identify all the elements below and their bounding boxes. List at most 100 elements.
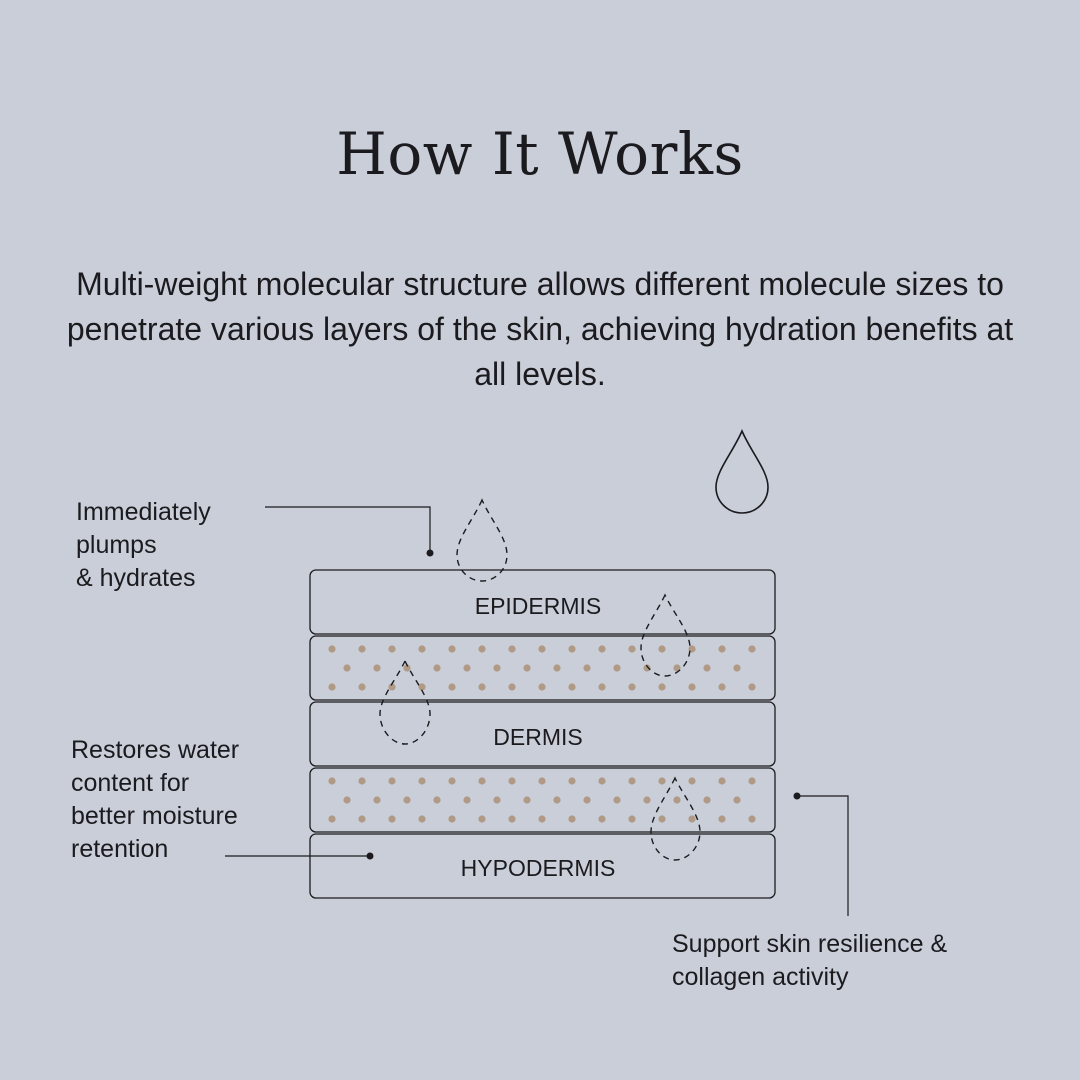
molecule-dot xyxy=(418,683,426,691)
page-title: How It Works xyxy=(336,120,744,188)
dotted-layer-2 xyxy=(309,767,776,833)
molecule-dot xyxy=(583,796,591,804)
molecule-dot xyxy=(418,815,426,823)
dashed-drop-icon xyxy=(379,659,431,745)
molecule-dot xyxy=(328,645,336,653)
molecule-dot xyxy=(388,815,396,823)
callout-resilience: Support skin resilience &collagen activi… xyxy=(672,930,948,991)
molecule-dot xyxy=(673,796,681,804)
molecule-dot xyxy=(628,683,636,691)
molecule-dot xyxy=(388,683,396,691)
molecule-dot xyxy=(508,645,516,653)
molecule-dot xyxy=(703,796,711,804)
molecule-dots-1 xyxy=(328,645,756,691)
molecule-dot xyxy=(658,777,666,785)
molecule-dot xyxy=(748,815,756,823)
molecule-dot xyxy=(703,664,711,672)
molecule-dot xyxy=(583,664,591,672)
molecule-dot xyxy=(328,815,336,823)
molecule-dot xyxy=(733,664,741,672)
dermis-label: DERMIS xyxy=(493,724,582,750)
molecule-dot xyxy=(418,777,426,785)
molecule-dot xyxy=(508,777,516,785)
molecule-dot xyxy=(373,664,381,672)
molecule-dot xyxy=(658,815,666,823)
molecule-dot xyxy=(613,664,621,672)
molecule-dot xyxy=(748,683,756,691)
molecule-dot xyxy=(568,815,576,823)
molecule-dot xyxy=(448,777,456,785)
molecule-dot xyxy=(448,645,456,653)
molecule-dot xyxy=(628,815,636,823)
molecule-dot xyxy=(478,815,486,823)
molecule-dot xyxy=(643,664,651,672)
molecule-dot xyxy=(463,796,471,804)
molecule-dot xyxy=(688,815,696,823)
epidermis-label: EPIDERMIS xyxy=(475,593,602,619)
molecule-dot xyxy=(718,683,726,691)
molecule-dot xyxy=(523,796,531,804)
molecule-dot xyxy=(628,777,636,785)
description: Multi-weight molecular structure allows … xyxy=(66,266,1014,392)
molecule-dot xyxy=(658,645,666,653)
leader-line-top xyxy=(265,506,431,553)
molecule-dot xyxy=(493,796,501,804)
molecule-dot xyxy=(343,796,351,804)
molecule-dot xyxy=(598,815,606,823)
molecule-dot xyxy=(718,777,726,785)
leader-line-right xyxy=(797,795,849,916)
molecule-dot xyxy=(373,796,381,804)
molecule-dot xyxy=(628,645,636,653)
molecule-dot xyxy=(328,683,336,691)
dashed-drop-icon xyxy=(640,593,691,677)
callout-dot-icon xyxy=(793,792,801,800)
molecule-dot xyxy=(688,683,696,691)
molecule-dot xyxy=(598,777,606,785)
molecule-dot xyxy=(598,645,606,653)
molecule-dot xyxy=(433,664,441,672)
molecule-dot xyxy=(733,796,741,804)
molecule-dot xyxy=(358,683,366,691)
molecule-dot xyxy=(388,645,396,653)
molecule-dot xyxy=(478,777,486,785)
molecule-dot xyxy=(403,796,411,804)
molecule-dot xyxy=(748,645,756,653)
dashed-drop-icon xyxy=(456,498,508,582)
molecule-dot xyxy=(538,815,546,823)
molecule-dot xyxy=(508,815,516,823)
molecule-dot xyxy=(538,645,546,653)
hypodermis-label: HYPODERMIS xyxy=(461,855,616,881)
molecule-dot xyxy=(358,777,366,785)
molecule-dot xyxy=(523,664,531,672)
molecule-dot xyxy=(478,683,486,691)
dotted-layer-1 xyxy=(309,635,776,701)
molecule-dot xyxy=(418,645,426,653)
molecule-dot xyxy=(688,777,696,785)
molecule-dot xyxy=(568,645,576,653)
molecule-dot xyxy=(613,796,621,804)
molecule-dot xyxy=(568,683,576,691)
dermis-layer xyxy=(309,701,776,767)
molecule-dot xyxy=(358,815,366,823)
molecule-dot xyxy=(448,815,456,823)
molecule-dot xyxy=(478,645,486,653)
molecule-dots-2 xyxy=(328,777,756,823)
callout-dot-icon xyxy=(366,852,374,860)
epidermis-layer xyxy=(309,569,776,635)
molecule-dot xyxy=(538,777,546,785)
molecule-dot xyxy=(343,664,351,672)
molecule-dot xyxy=(328,777,336,785)
molecule-dot xyxy=(358,645,366,653)
molecule-dot xyxy=(403,664,411,672)
molecule-dot xyxy=(568,777,576,785)
molecule-dot xyxy=(718,645,726,653)
water-drop-icon xyxy=(715,428,769,514)
molecule-dot xyxy=(463,664,471,672)
molecule-dot xyxy=(448,683,456,691)
molecule-dot xyxy=(643,796,651,804)
molecule-dot xyxy=(658,683,666,691)
molecule-dot xyxy=(508,683,516,691)
